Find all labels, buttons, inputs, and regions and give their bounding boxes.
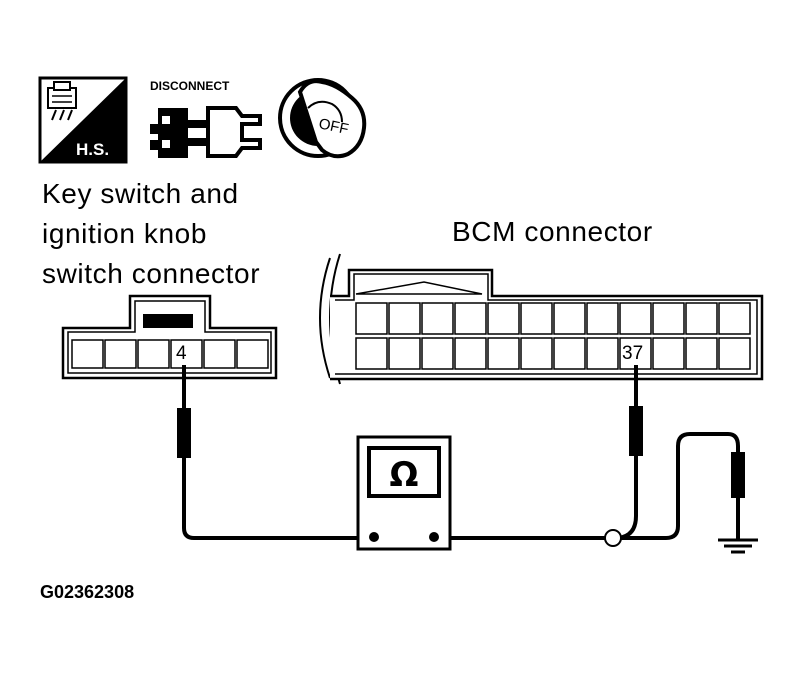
connector-lock-tab [143,314,193,328]
pin-cell [652,337,685,370]
left-probe-handle [177,408,191,458]
pin-cell [355,302,388,335]
pin-cell [454,337,487,370]
pin-cell [487,337,520,370]
pin-cell [553,337,586,370]
pin-cell [236,339,269,369]
ground-probe-handle [731,452,745,498]
right-probe-wire [617,456,638,540]
ohmmeter: Ω [356,435,452,551]
key-switch-pin-number: 4 [175,343,188,364]
ohm-symbol: Ω [390,455,419,495]
key-switch-label-line-2: ignition knob [42,218,208,249]
harness-service-icon: H.S. [38,76,128,164]
pin-cell [553,302,586,335]
disconnect-icon-text: DISCONNECT [150,79,230,93]
meter-display [367,446,441,498]
bcm-pin-number: 37 [621,343,645,364]
figure-code: G02362308 [40,582,135,602]
meter-left-terminal [369,532,379,542]
pin-cell [421,337,454,370]
key-switch-label-line-3: switch connector [42,258,261,289]
meter-right-terminal [429,532,439,542]
left-lead-wire [182,458,374,540]
key-switch-connector [61,294,278,380]
ground-lead-wire [621,432,740,540]
pin-cell [104,339,137,369]
pin-cell [520,302,553,335]
ignition-key-off-icon: OFF [278,78,367,159]
pin-cell [388,302,421,335]
pin-cell [520,337,553,370]
right-probe-handle [629,406,643,456]
pin-cell [619,302,652,335]
ground-icon [718,538,758,554]
junction-point [604,529,622,547]
pin-cell [586,302,619,335]
key-switch-label-line-1: Key switch and [42,178,239,209]
bcm-connector [319,253,764,385]
pin-cell [718,337,751,370]
pin-cell [137,339,170,369]
pin-cell [355,337,388,370]
pin-cell [718,302,751,335]
pin-cell [203,339,236,369]
hs-icon-text: H.S. [76,140,109,159]
pin-cell [652,302,685,335]
test-leads [177,365,745,547]
key-off-text: OFF [317,115,350,138]
pin-cell [388,337,421,370]
pin-cell [454,302,487,335]
pin-cell [586,337,619,370]
disconnect-connector-icon: DISCONNECT [150,79,262,158]
pin-cell [421,302,454,335]
pin-cell [685,337,718,370]
pin-cell [71,339,104,369]
pin-cell [487,302,520,335]
bcm-pin-cells [355,302,751,370]
pin-cell [685,302,718,335]
bcm-connector-label: BCM connector [452,216,653,247]
